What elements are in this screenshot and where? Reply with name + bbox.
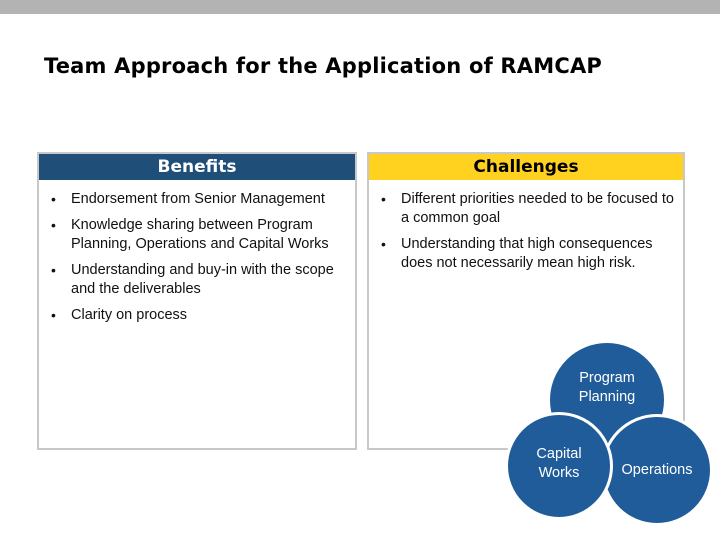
list-item: •Different priorities needed to be focus… bbox=[381, 191, 674, 226]
bullet-icon: • bbox=[381, 191, 386, 207]
capital-works-label: Capital Works bbox=[536, 446, 582, 481]
benefits-panel: Benefits •Endorsement from Senior Manage… bbox=[37, 152, 357, 450]
bullet-icon: • bbox=[51, 217, 56, 233]
challenges-header: Challenges bbox=[369, 154, 683, 180]
bullet-icon: • bbox=[51, 191, 56, 207]
list-item: •Understanding that high consequences do… bbox=[381, 236, 653, 271]
operations-circle: Operations bbox=[601, 414, 713, 526]
capital-works-circle: Capital Works bbox=[505, 412, 613, 520]
challenges-panel: Challenges •Different priorities needed … bbox=[367, 152, 685, 450]
bullet-icon: • bbox=[51, 307, 56, 323]
bullet-icon: • bbox=[51, 262, 56, 278]
challenges-list: •Different priorities needed to be focus… bbox=[369, 190, 683, 280]
bullet-icon: • bbox=[381, 236, 386, 252]
operations-label: Operations bbox=[621, 461, 693, 478]
list-item: •Endorsement from Senior Management bbox=[51, 191, 325, 207]
list-item: •Clarity on process bbox=[51, 307, 188, 323]
benefits-list: •Endorsement from Senior Management •Kno… bbox=[39, 190, 355, 332]
benefits-header: Benefits bbox=[39, 154, 355, 180]
list-item: •Understanding and buy-in with the scope… bbox=[51, 262, 334, 297]
slide-title: Team Approach for the Application of RAM… bbox=[44, 54, 603, 78]
program-planning-label: Program Planning bbox=[578, 370, 636, 405]
top-bar bbox=[0, 0, 720, 14]
list-item: •Knowledge sharing between Program Plann… bbox=[51, 217, 329, 252]
